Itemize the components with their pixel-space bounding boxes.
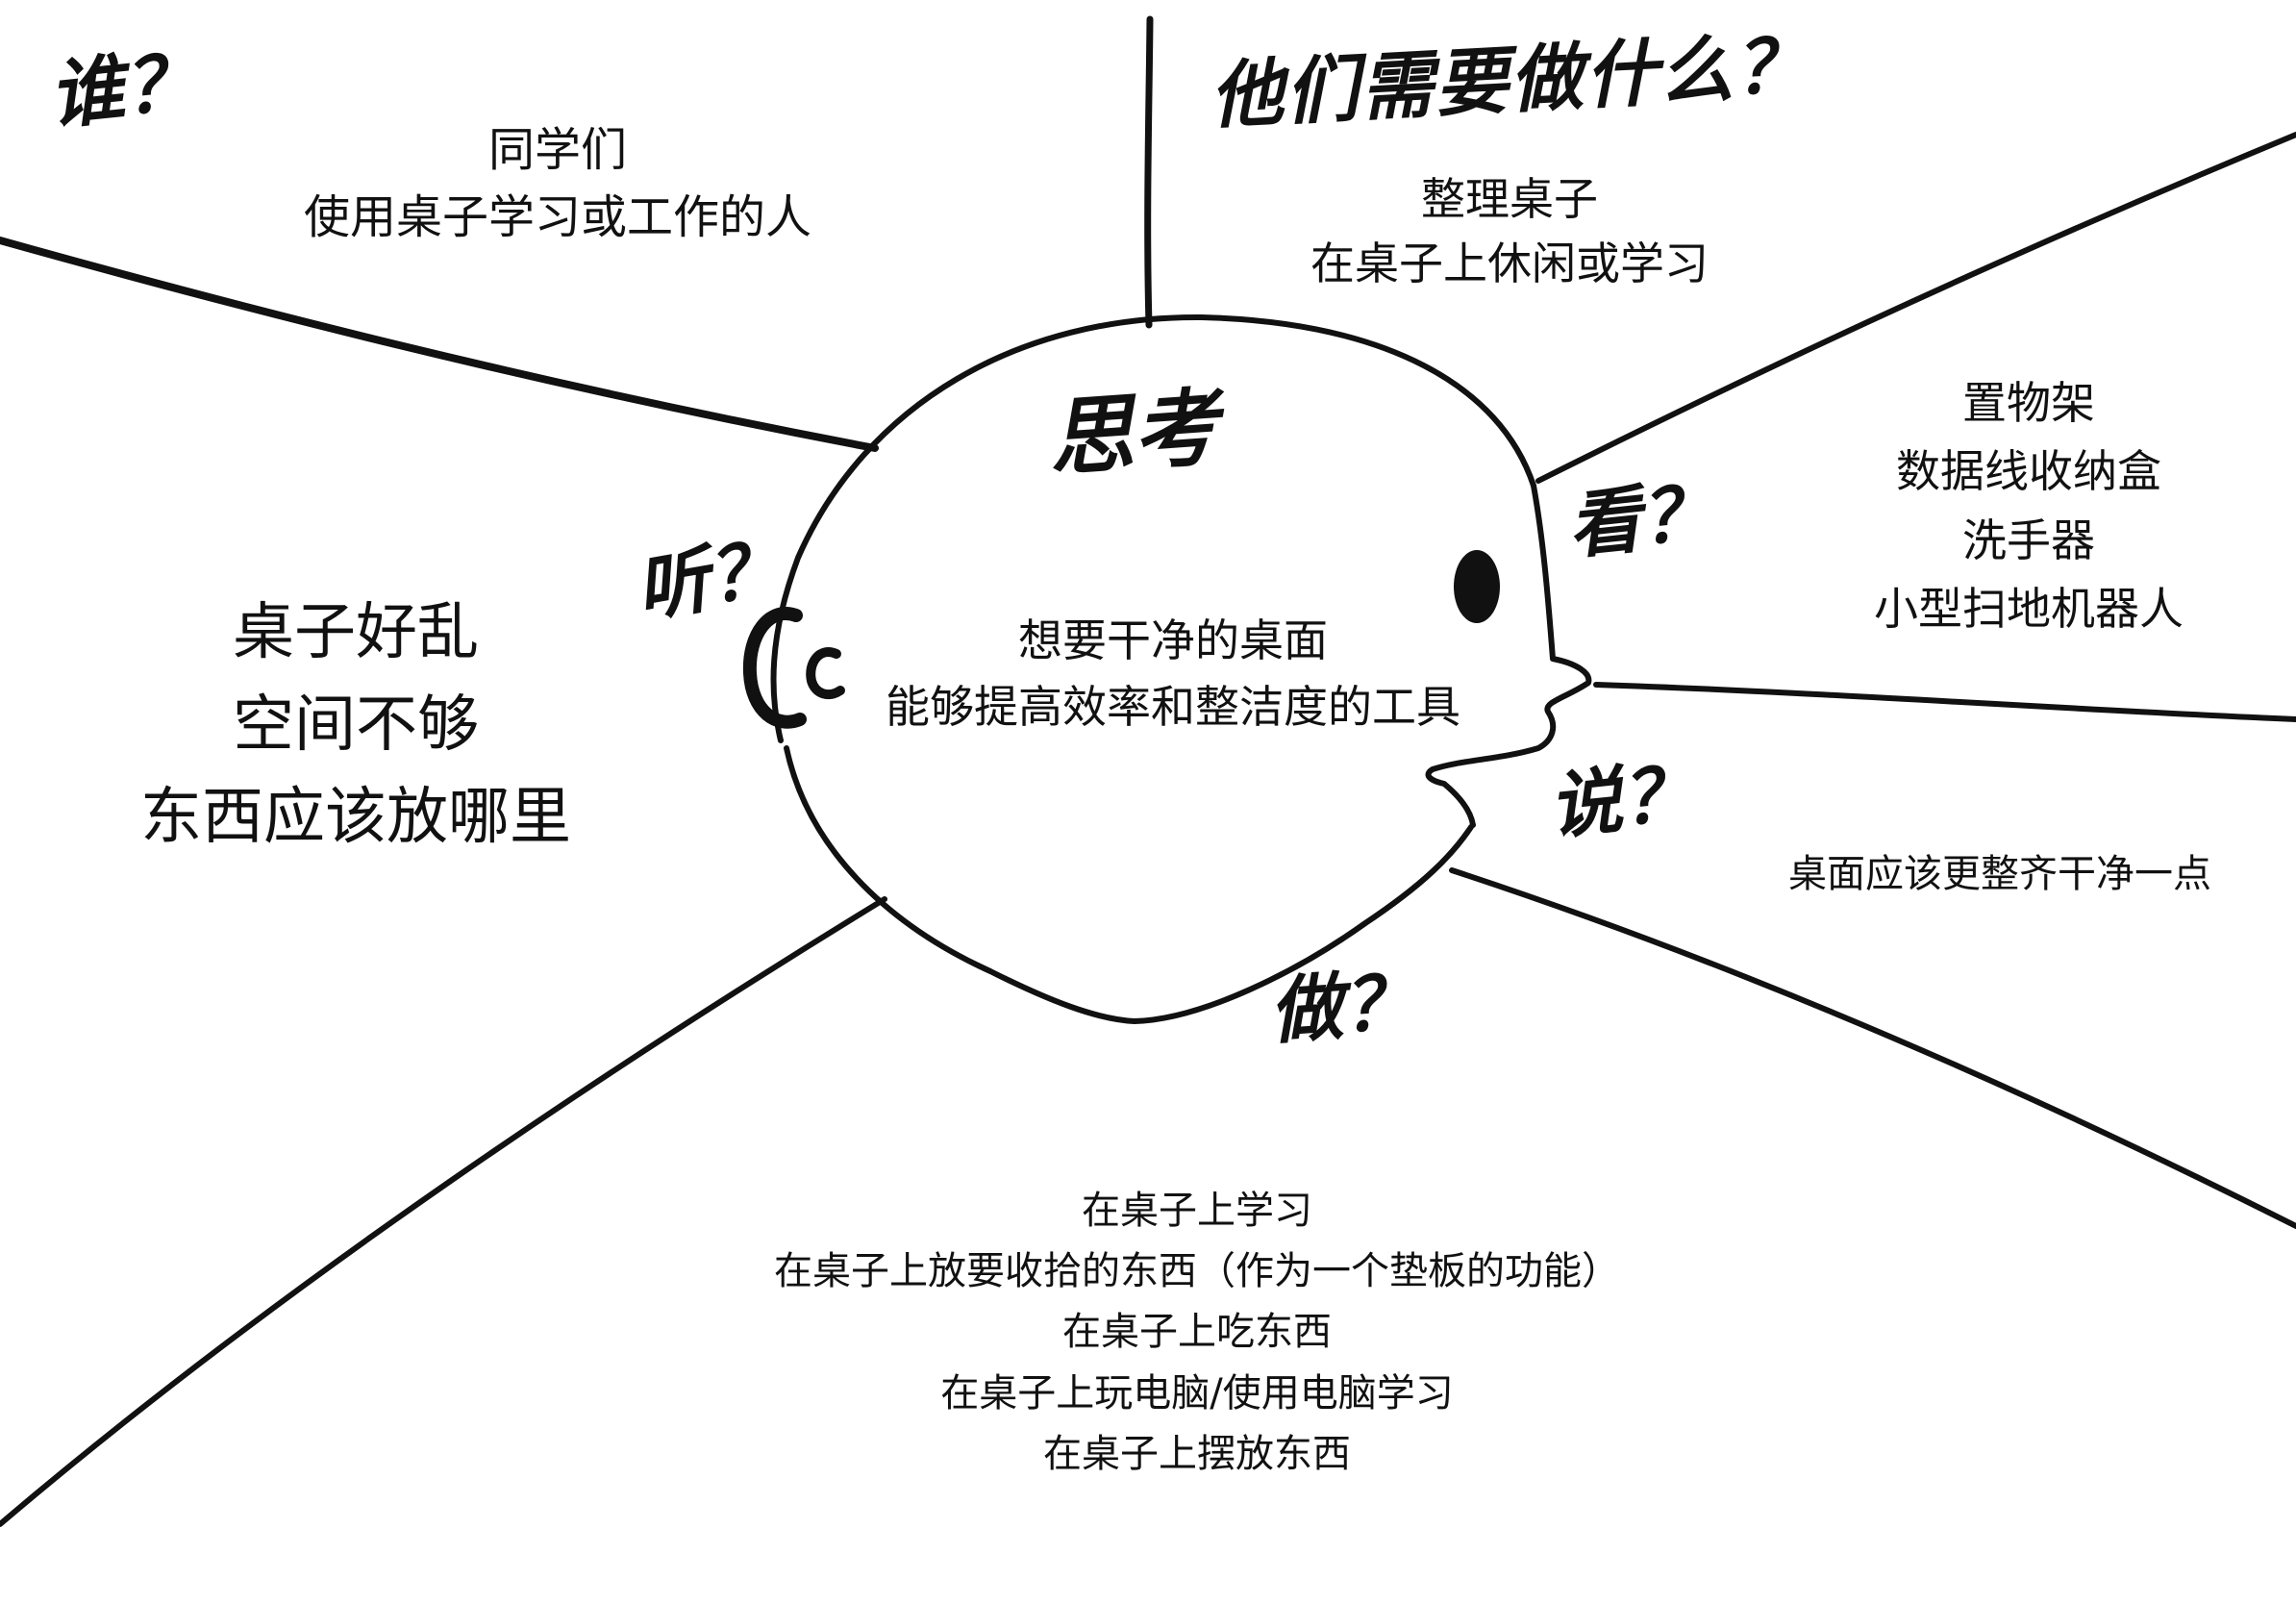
- needs-line: 在桌子上休闲或学习: [1310, 237, 1709, 289]
- divider-top-left: [0, 237, 879, 452]
- hear-line: 东西应该放哪里: [140, 782, 571, 853]
- say-section: 桌面应该更整齐干净一点: [1731, 846, 2269, 902]
- face-profile: [1425, 483, 1592, 828]
- needs-line: 整理桌子: [1421, 173, 1598, 225]
- divider-bottom-left: [0, 896, 887, 1527]
- divider-right-mid: [1593, 682, 2296, 722]
- handwritten-say-label: 说？: [1544, 749, 1699, 850]
- do-line: 在桌子上玩电脑/使用电脑学习: [940, 1370, 1454, 1416]
- head-outline-lower: [784, 745, 1474, 1024]
- think-section: 想要干净的桌面 能够提高效率和整洁度的工具: [836, 608, 1510, 740]
- do-line: 在桌子上摆放东西: [1043, 1431, 1351, 1476]
- who-section: 同学们 使用桌子学习或工作的人: [173, 117, 942, 251]
- head-outline: [770, 313, 1536, 743]
- see-line: 置物架: [1962, 377, 2095, 429]
- who-line: 使用桌子学习或工作的人: [303, 189, 811, 244]
- do-section: 在桌子上学习 在桌子上放要收拾的东西（作为一个垫板的功能） 在桌子上吃东西 在桌…: [577, 1181, 1817, 1485]
- handwritten-see-label: 看？: [1563, 468, 1718, 569]
- handwritten-think-label: 思考: [1045, 376, 1221, 489]
- divider-top-right: [1535, 132, 2296, 484]
- see-section: 置物架 数据线收纳盒 洗手器 小型扫地机器人: [1750, 369, 2296, 643]
- divider-bottom-right: [1449, 867, 2296, 1229]
- hear-section: 桌子好乱 空间不够 东西应该放哪里: [58, 587, 654, 864]
- ear-inner-icon: [806, 647, 845, 700]
- say-line: 桌面应该更整齐干净一点: [1788, 852, 2211, 896]
- think-line: 能够提高效率和整洁度的工具: [886, 681, 1460, 733]
- see-line: 数据线收纳盒: [1896, 445, 2161, 498]
- eye-icon: [1454, 550, 1500, 623]
- ear-icon: [742, 607, 807, 729]
- do-line: 在桌子上放要收拾的东西（作为一个垫板的功能）: [774, 1249, 1620, 1294]
- see-line: 洗手器: [1962, 514, 2095, 566]
- who-line: 同学们: [487, 123, 627, 177]
- handwritten-do-label: 做？: [1266, 958, 1419, 1055]
- hear-line: 空间不够: [233, 689, 479, 761]
- do-line: 在桌子上学习: [1082, 1189, 1312, 1233]
- think-line: 想要干净的桌面: [1018, 614, 1328, 666]
- hear-line: 桌子好乱: [233, 597, 479, 668]
- divider-top-center: [1144, 15, 1154, 329]
- do-line: 在桌子上吃东西: [1062, 1310, 1332, 1355]
- needs-section: 整理桌子 在桌子上休闲或学习: [1183, 167, 1836, 295]
- see-line: 小型扫地机器人: [1874, 582, 2184, 635]
